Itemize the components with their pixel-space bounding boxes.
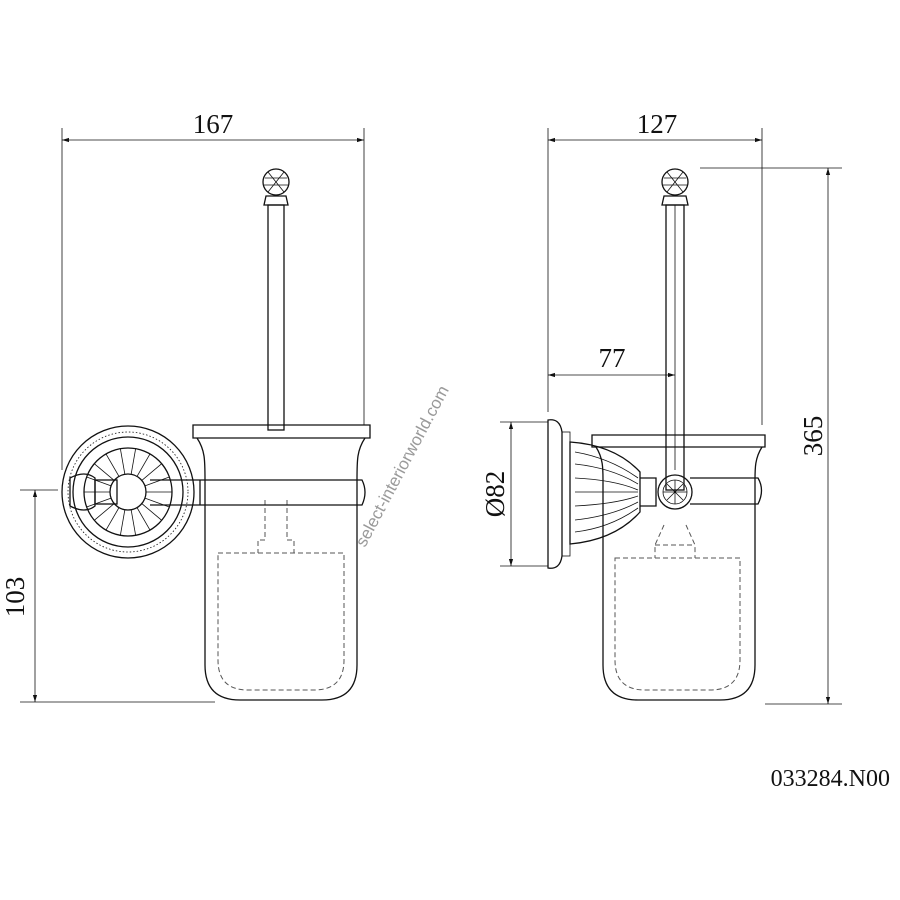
side-view: 127 77 365 Ø82	[480, 109, 842, 705]
ornament-ball-icon	[657, 474, 693, 510]
rosette-icon	[61, 425, 195, 559]
product-code: 033284.N00	[771, 766, 890, 792]
front-view: 167 103	[0, 109, 371, 703]
rosette-petal-line	[136, 507, 151, 531]
rosette-petal-line	[130, 448, 137, 475]
rosette-petal-line	[130, 509, 137, 536]
dimension-width-label: 167	[193, 109, 234, 139]
rosette-petal-line	[94, 463, 115, 481]
bell-mount-icon	[569, 441, 641, 545]
rosette-petal-line	[141, 463, 162, 481]
dimension-projection-label: 77	[599, 343, 626, 373]
rosette-petal-line	[119, 448, 126, 475]
watermark: select-interiorworld.com	[352, 382, 453, 549]
knob-icon	[262, 168, 290, 196]
rosette-petal-line	[144, 497, 170, 508]
rosette-petal-line	[119, 509, 126, 536]
dimension-depth-label: 127	[637, 109, 678, 139]
rosette-petal-line	[86, 497, 112, 508]
dimension-mount-height-label: 103	[0, 577, 30, 618]
rosette-petal-line	[105, 507, 120, 531]
rosette-petal-line	[141, 503, 162, 521]
dimension-diameter-label: Ø82	[480, 471, 510, 518]
rosette-petal-line	[144, 476, 170, 487]
rosette-petal-line	[105, 453, 120, 477]
knob-icon	[661, 168, 689, 196]
rosette-petal-line	[94, 503, 115, 521]
rosette-petal-line	[86, 476, 112, 487]
dimension-height-label: 365	[798, 416, 828, 457]
rosette-petal-line	[136, 453, 151, 477]
